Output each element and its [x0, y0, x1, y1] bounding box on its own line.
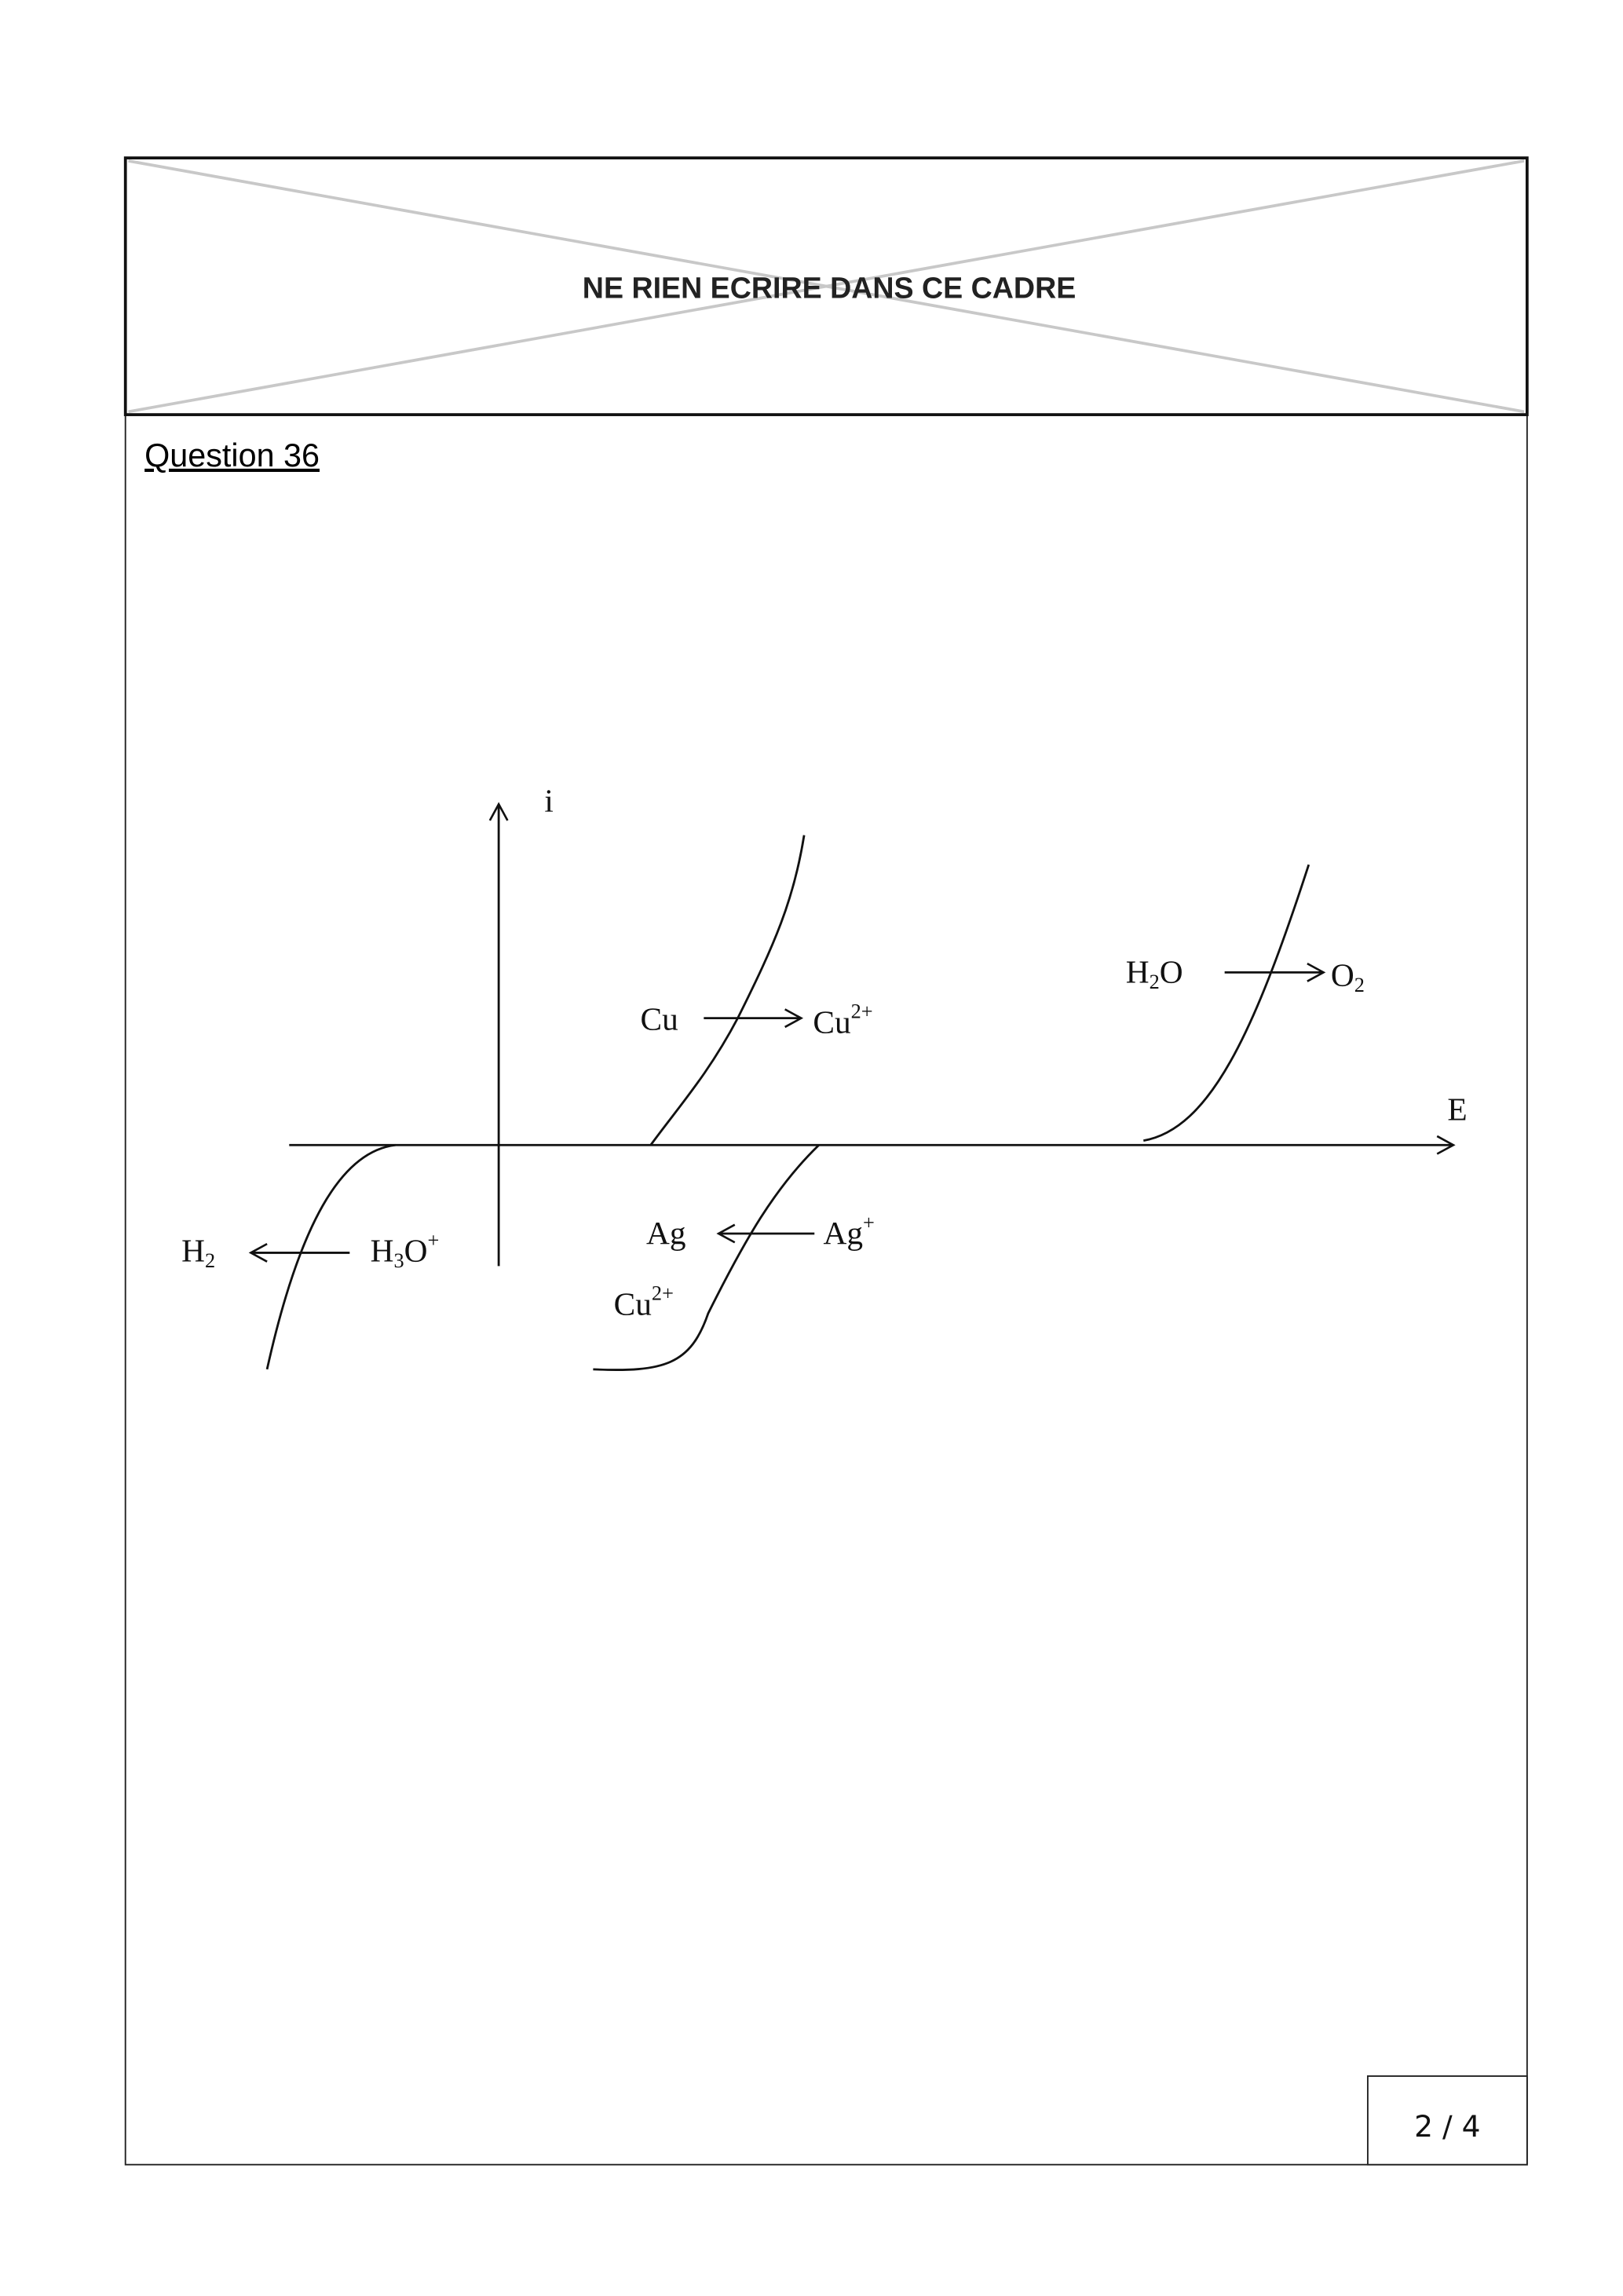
label-h2: H2	[181, 1233, 215, 1273]
label-ag: Ag	[646, 1215, 686, 1251]
curve-ag-reduction	[593, 1144, 820, 1371]
label-h2o: H2O	[1126, 954, 1183, 994]
label-ag-plus: Ag+	[824, 1211, 875, 1251]
curve-water-oxidation	[1143, 864, 1310, 1142]
curve-h3o-reduction	[265, 1143, 396, 1370]
axis-label-i: i	[544, 783, 553, 819]
current-potential-diagram	[248, 802, 1456, 1371]
header-box: NE RIEN ECRIRE DANS CE CADRE	[123, 156, 1529, 416]
label-o2: O2	[1331, 956, 1365, 996]
curve-cu-oxidation	[649, 835, 806, 1146]
axis-label-e: E	[1447, 1091, 1467, 1127]
label-cu2plus-red: Cu2+	[614, 1282, 674, 1322]
label-h3o-plus: H3O+	[371, 1229, 440, 1272]
page-number: 2 / 4	[1414, 2109, 1480, 2144]
question-title: Question 36	[144, 437, 320, 473]
label-cu: Cu	[641, 1001, 678, 1037]
page-number-box	[1366, 2075, 1528, 2166]
page-frame	[124, 157, 1528, 2166]
header-notice: NE RIEN ECRIRE DANS CE CADRE	[583, 272, 1076, 305]
label-cu2plus-ox: Cu2+	[813, 1000, 872, 1040]
